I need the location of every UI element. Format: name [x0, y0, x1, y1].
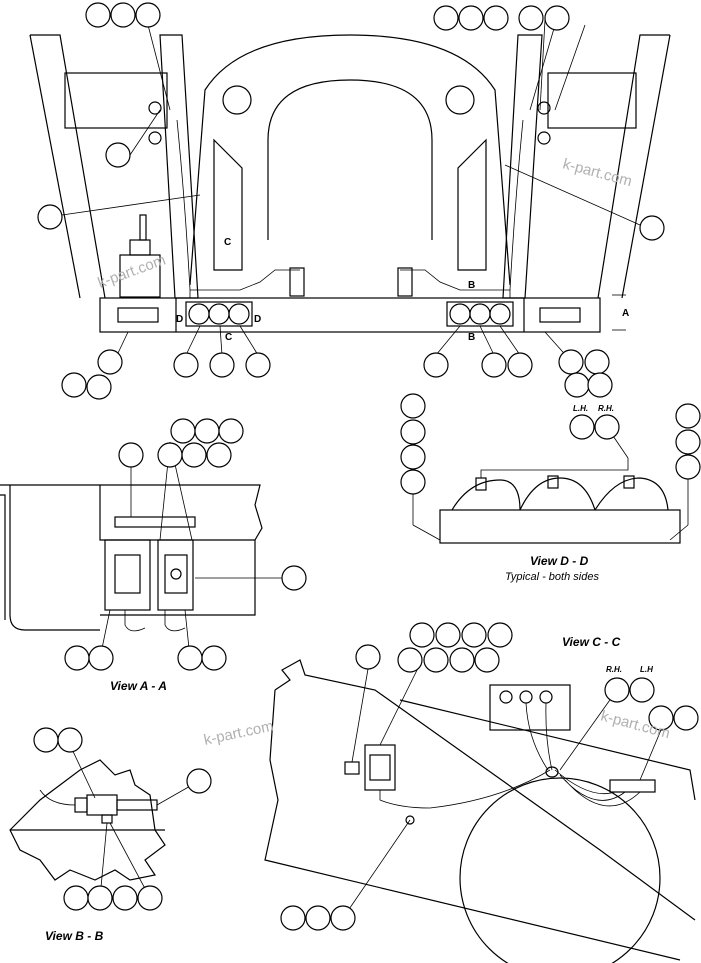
label-rh-dd: R.H.: [598, 404, 614, 413]
view-bb-title: View B - B: [45, 929, 104, 943]
view-bb: View B - B: [9, 727, 212, 943]
watermark-main-right: k-part.com: [561, 155, 634, 190]
left-lamp-housing: [64, 72, 168, 129]
right-light-cluster: [446, 301, 514, 327]
label-rh-cc: R.H.: [606, 665, 622, 674]
base-frame: [99, 297, 601, 333]
section-mark-b-bottom: B: [468, 332, 475, 343]
left-light-cluster: [185, 301, 253, 327]
arch-left-hole: [222, 85, 252, 115]
view-dd: L.H. R.H. View D - D Typical - both side…: [400, 393, 701, 583]
main-assembly-view: C C D D B B A: [29, 2, 671, 400]
right-slot: [539, 307, 581, 323]
central-arch-outer: [189, 34, 511, 286]
section-mark-d-right: D: [254, 314, 261, 325]
connector-block: [489, 684, 571, 731]
cylinder-section: [459, 777, 661, 963]
section-mark-b-top: B: [468, 280, 475, 291]
section-mark-c-bottom: C: [225, 332, 232, 343]
label-lh-dd: L.H.: [573, 404, 588, 413]
watermark-mid: k-part.com: [202, 718, 275, 749]
view-dd-title: View D - D: [530, 554, 589, 568]
arch-right-hole: [445, 85, 475, 115]
section-mark-a: A: [622, 308, 629, 319]
view-aa-title: View A - A: [110, 679, 167, 693]
left-slot: [117, 307, 159, 323]
view-aa: View A - A: [0, 418, 307, 693]
right-lamp-housing: [547, 72, 637, 129]
section-mark-c-top: C: [224, 237, 231, 248]
view-dd-subtitle: Typical - both sides: [505, 571, 599, 583]
watermark-main-left: k-part.com: [96, 252, 168, 292]
terminal-strip: [609, 779, 656, 793]
view-cc-title: View C - C: [562, 635, 621, 649]
view-cc: View C - C R.H. L.H k-part.com: [264, 622, 699, 963]
section-mark-d-left: D: [176, 314, 183, 325]
label-lh-cc: L.H: [640, 665, 653, 674]
central-arch-inner: [267, 79, 433, 240]
